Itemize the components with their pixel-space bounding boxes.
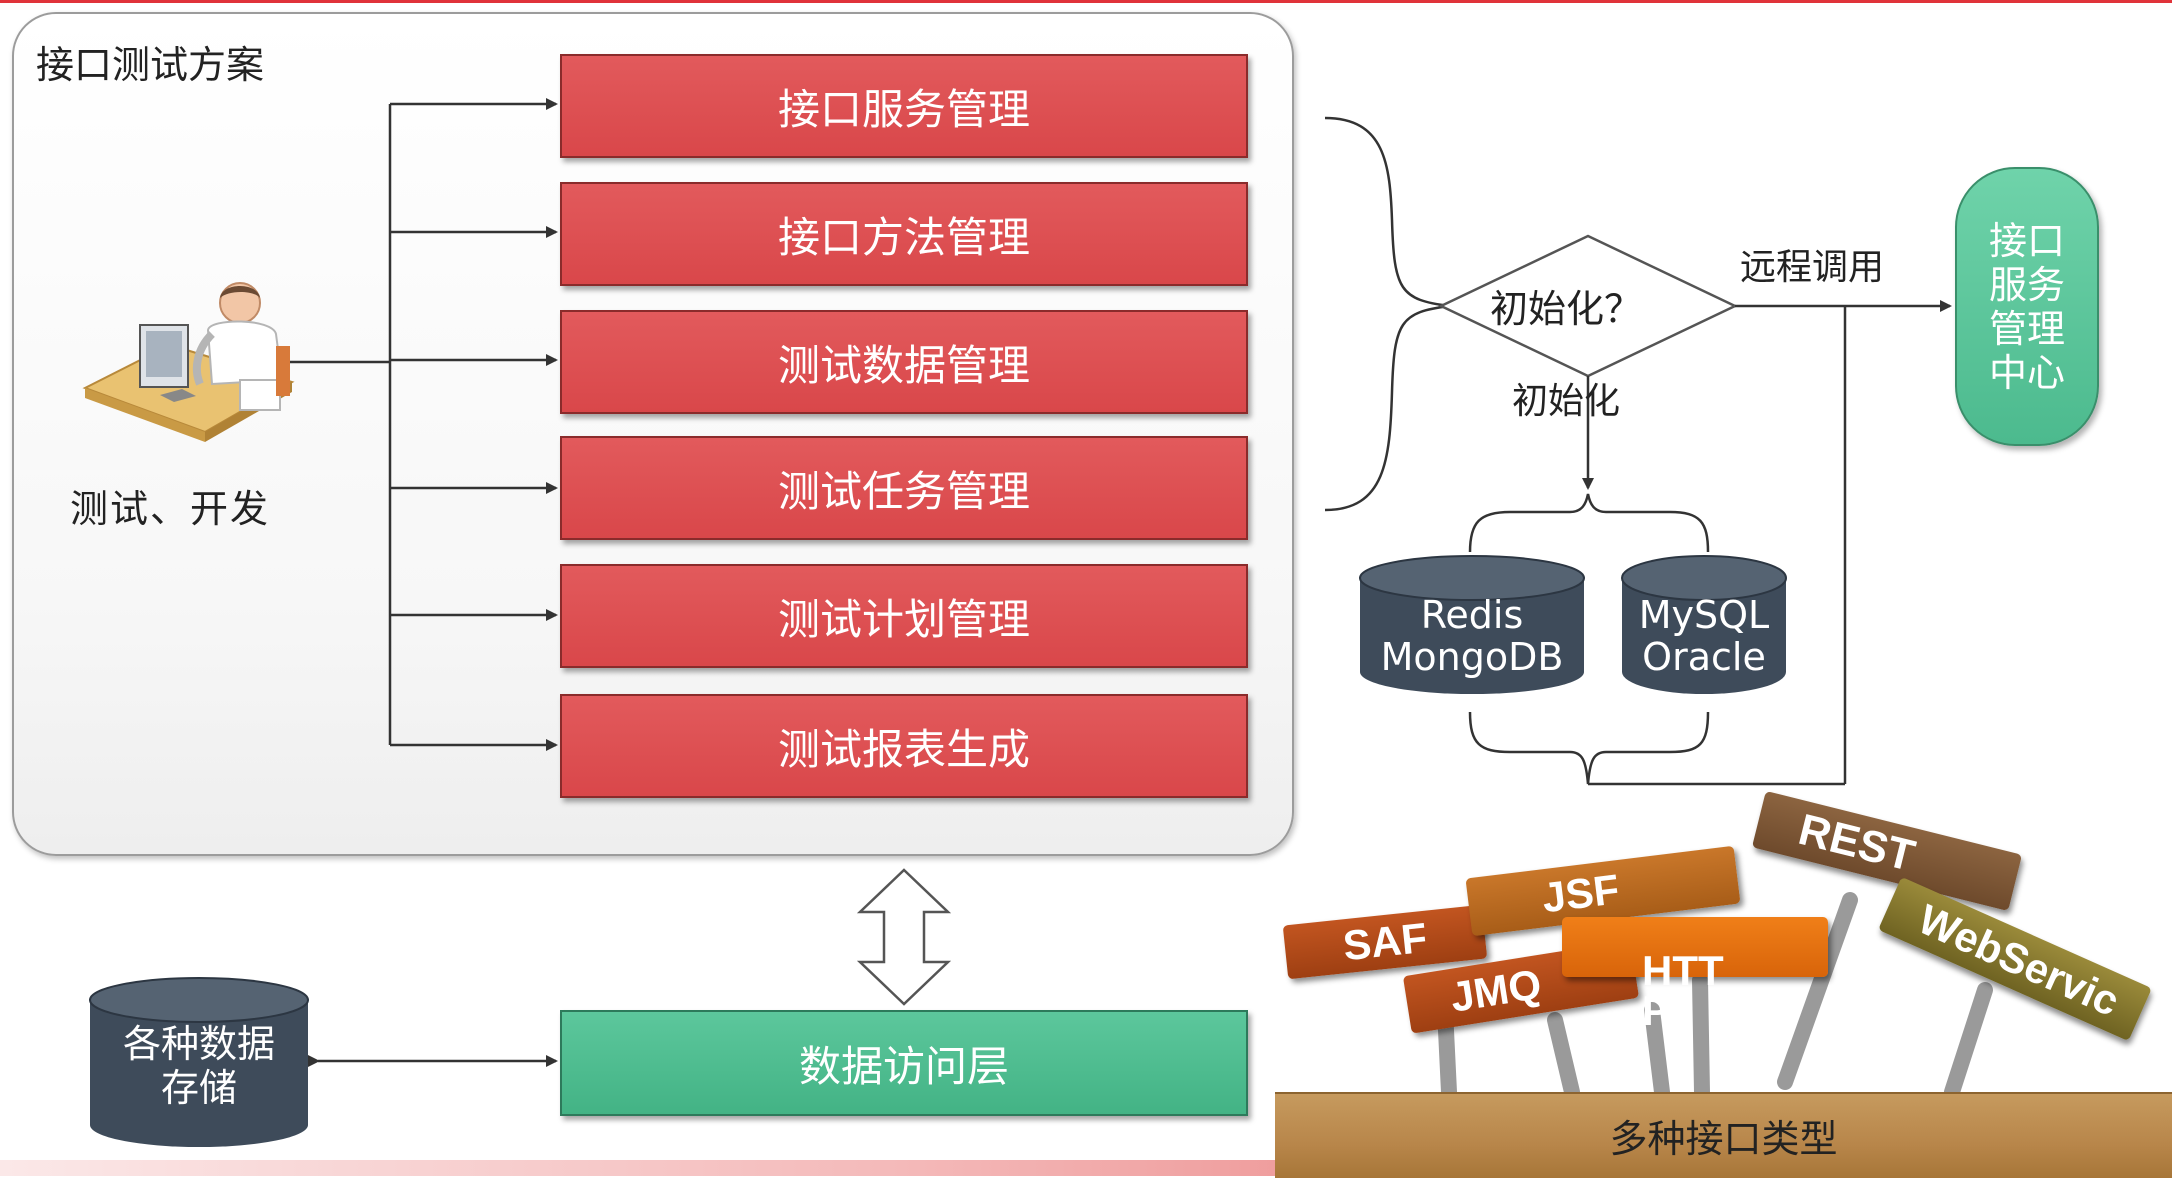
redis-mongodb-label: Redis MongoDB	[1360, 594, 1584, 678]
db-line-2: Oracle	[1642, 635, 1766, 679]
remote-call-label: 远程调用	[1740, 247, 1885, 288]
top-accent-line	[0, 0, 2172, 3]
init-label: 初始化	[1512, 381, 1621, 422]
sign-label: SAF	[1340, 913, 1430, 970]
sign-label: JMQ	[1447, 960, 1545, 1021]
module-label: 测试任务管理	[777, 466, 1030, 516]
module-test-plan-management[interactable]: 测试计划管理	[560, 564, 1248, 668]
storage-line-1: 各种数据	[122, 1022, 275, 1066]
bottom-accent-band	[0, 1160, 1290, 1176]
panel-title: 接口测试方案	[36, 43, 265, 87]
sign-label: HTT	[1642, 947, 1724, 994]
service-center[interactable]: 接口服务管理中心	[1955, 167, 2099, 446]
storage-label: 各种数据 存储	[90, 1022, 308, 1110]
tester-icon	[82, 282, 295, 442]
module-label: 测试计划管理	[777, 594, 1030, 644]
module-test-task-management[interactable]: 测试任务管理	[560, 436, 1248, 540]
sign-label: P	[1642, 987, 1671, 1034]
module-test-report[interactable]: 测试报表生成	[560, 694, 1248, 798]
module-label: 测试数据管理	[777, 340, 1030, 390]
redis-mongodb-cylinder	[1359, 555, 1585, 694]
sign-http: HTT P	[1562, 917, 1828, 1032]
module-method-management[interactable]: 接口方法管理	[560, 182, 1248, 286]
decision-label: 初始化？	[1490, 287, 1643, 331]
tester-label: 测试、开发	[70, 487, 271, 531]
db-line-1: Redis	[1420, 593, 1524, 637]
data-access-layer[interactable]: 数据访问层	[560, 1010, 1248, 1116]
interface-types-board: 多种接口类型	[1275, 1092, 2172, 1178]
module-label: 测试报表生成	[777, 724, 1030, 774]
mysql-oracle-label: MySQL Oracle	[1622, 594, 1786, 678]
module-label: 接口服务管理	[777, 84, 1030, 134]
data-access-label: 数据访问层	[798, 1041, 1009, 1091]
module-service-management[interactable]: 接口服务管理	[560, 54, 1248, 158]
sign-webservice-tail: e	[1896, 966, 1918, 1008]
interface-types-label: 多种接口类型	[1609, 1117, 1838, 1161]
storage-cylinder	[89, 977, 309, 1147]
sign-label: JSF	[1539, 865, 1622, 922]
db-line-2: MongoDB	[1380, 635, 1564, 679]
service-center-label: 接口服务管理中心	[1988, 218, 2065, 395]
mysql-oracle-cylinder	[1621, 555, 1787, 694]
module-label: 接口方法管理	[777, 212, 1030, 262]
db-line-1: MySQL	[1638, 593, 1770, 637]
module-test-data-management[interactable]: 测试数据管理	[560, 310, 1248, 414]
storage-line-2: 存储	[160, 1066, 237, 1110]
